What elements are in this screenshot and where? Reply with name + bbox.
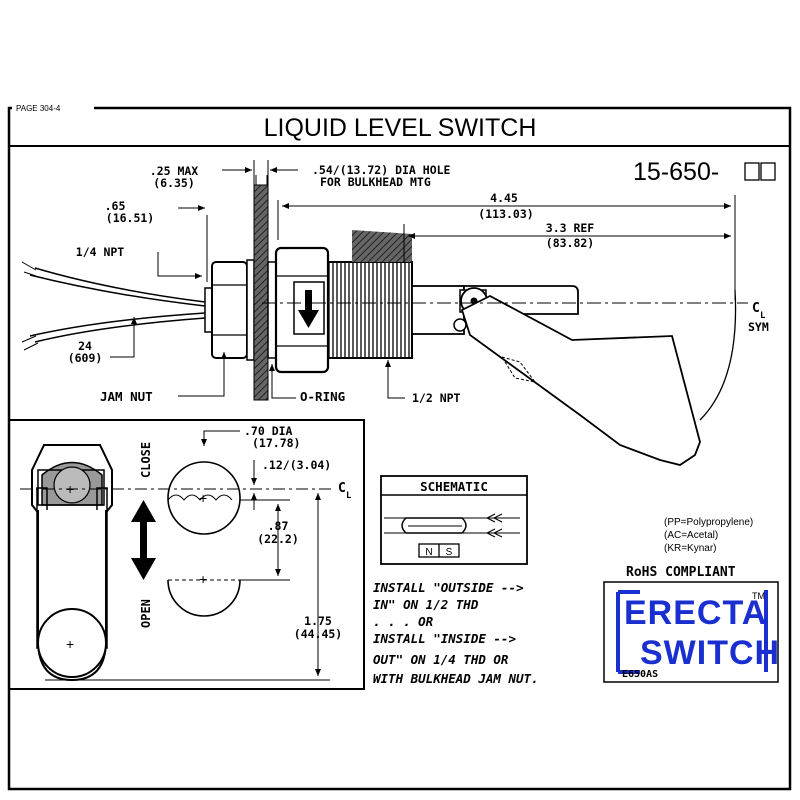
- install-note-6: WITH BULKHEAD JAM NUT.: [373, 671, 539, 686]
- part-number-box-1: [744, 162, 760, 181]
- material-kr: (KR=Kynar): [664, 543, 717, 554]
- dim-max-mm: (6.35): [153, 176, 195, 190]
- part-number: 15-650-: [633, 158, 719, 186]
- label-open: OPEN: [139, 599, 153, 628]
- part-number-box-2: [760, 162, 776, 181]
- material-ac: (AC=Acetal): [664, 530, 718, 541]
- front-view: [31, 444, 113, 682]
- top-dimension-lines: [110, 160, 736, 399]
- install-note-5: OUT" ON 1/4 THD OR: [373, 652, 509, 667]
- centerline-sym-c: C: [752, 301, 760, 316]
- lower-dimension-lines: [201, 430, 321, 676]
- schematic-s: S: [446, 547, 453, 558]
- schematic-title: SCHEMATIC: [420, 479, 488, 494]
- dim-87-in: .87: [268, 519, 289, 533]
- material-pp: (PP=Polypropylene): [664, 517, 753, 528]
- dim-33-in: 3.3 REF: [546, 221, 595, 235]
- install-note-4: INSTALL "INSIDE -->: [373, 631, 516, 646]
- dim-175-in: 1.75: [304, 614, 332, 628]
- motion-arrow: [131, 500, 156, 580]
- erecta-switch-logo: ERECTA SWITCH TM E650AS: [603, 581, 780, 683]
- dim-wire-in: 24: [78, 339, 92, 353]
- page-title: LIQUID LEVEL SWITCH: [264, 114, 537, 142]
- dim-87-mm: (22.2): [257, 532, 299, 546]
- dim-65-mm: (16.51): [106, 211, 154, 225]
- logo-tm: TM: [752, 591, 765, 601]
- logo-model: E650AS: [622, 669, 658, 680]
- plus-front-bottom: +: [66, 636, 74, 652]
- dim-70-dia-mm: (17.78): [252, 436, 300, 450]
- dim-max-in: .25 MAX: [150, 164, 199, 178]
- dim-445-mm: (113.03): [478, 207, 533, 221]
- dim-12: .12/(3.04): [262, 458, 331, 472]
- float-positions: [167, 461, 241, 617]
- dim-175-mm: (44.45): [294, 627, 342, 641]
- dim-hole-1: .54/(13.72) DIA HOLE: [312, 163, 451, 177]
- centerline-lower-l: L: [346, 491, 352, 501]
- install-note-3: . . . OR: [373, 614, 434, 629]
- dim-hole-2: FOR BULKHEAD MTG: [320, 175, 431, 189]
- dim-33-mm: (83.82): [546, 236, 594, 250]
- install-note-1: INSTALL "OUTSIDE -->: [373, 580, 524, 595]
- dim-wire-mm: (609): [68, 351, 103, 365]
- centerline-sym-l: L: [760, 311, 766, 321]
- label-jam-nut: JAM NUT: [100, 389, 153, 404]
- centerline-sym-label: SYM: [748, 320, 769, 334]
- schematic-n: N: [425, 547, 432, 558]
- centerline-lower-c: C: [338, 481, 346, 496]
- plus-front-top: +: [66, 481, 74, 497]
- plus-float-top: +: [199, 490, 207, 506]
- logo-line-2: SWITCH: [640, 634, 780, 672]
- dim-65-in: .65: [105, 199, 126, 213]
- install-note-2: IN" ON 1/2 THD: [373, 597, 479, 612]
- label-half-npt: 1/2 NPT: [412, 391, 461, 405]
- drawing-frame: [7, 106, 792, 791]
- switch-side-view: [21, 175, 737, 466]
- label-o-ring: O-RING: [300, 389, 345, 404]
- dim-445-in: 4.45: [490, 191, 518, 205]
- logo-line-1: ERECTA: [624, 594, 767, 632]
- schematic-box: [380, 475, 528, 565]
- dim-70-dia-in: .70 DIA: [244, 424, 293, 438]
- page-label: PAGE 304-4: [16, 104, 61, 113]
- rohs-label: RoHS COMPLIANT: [626, 565, 736, 580]
- label-close: CLOSE: [139, 442, 153, 478]
- plus-float-bottom: +: [199, 571, 207, 587]
- label-quarter-npt: 1/4 NPT: [76, 245, 125, 259]
